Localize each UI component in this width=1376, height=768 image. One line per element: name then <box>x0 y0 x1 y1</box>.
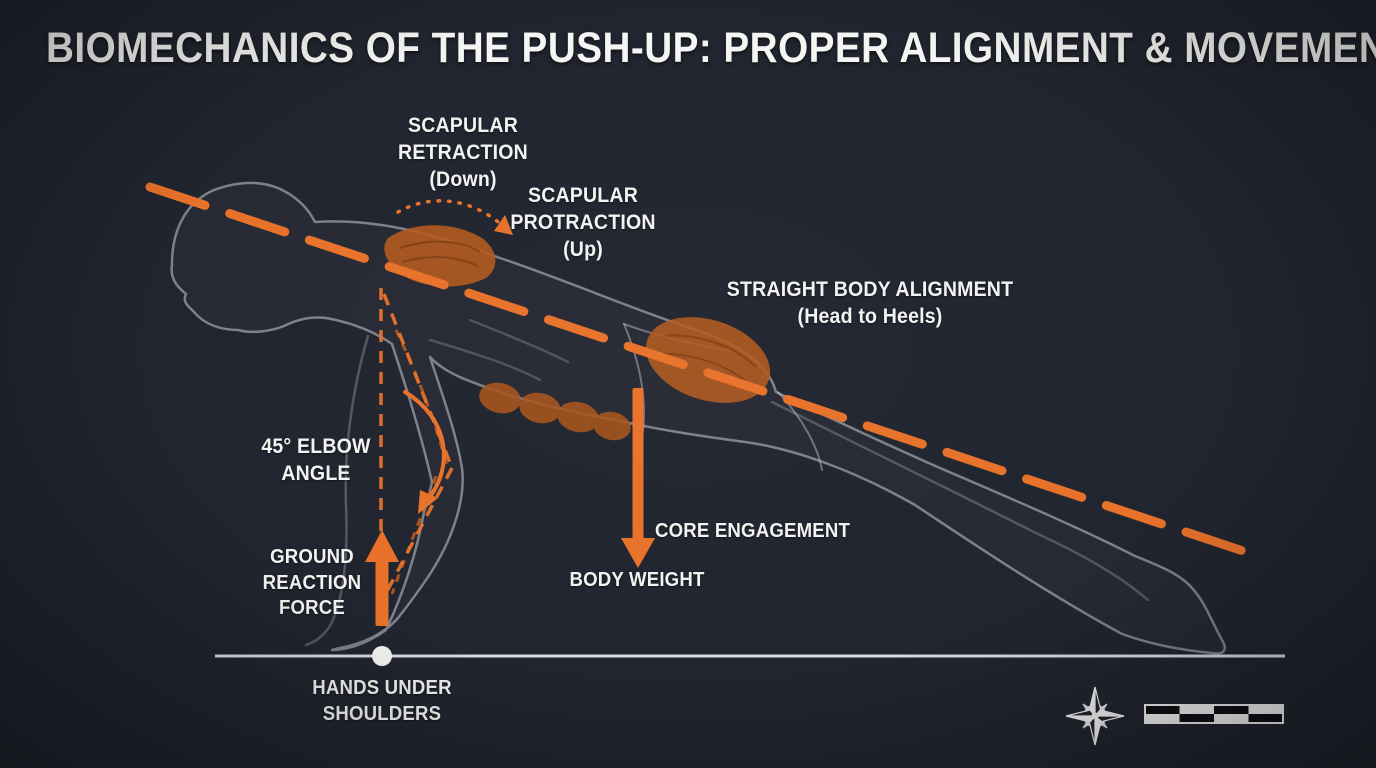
hand-position-dot <box>372 646 392 666</box>
label-elbow-angle: 45° ELBOW ANGLE <box>261 435 371 485</box>
elbow-arc-arrow <box>403 390 446 514</box>
scapular-arc-arrow <box>396 199 513 235</box>
label-scapular-protraction: SCAPULAR PROTRACTION (Up) <box>510 184 656 261</box>
body-weight-arrow <box>621 388 655 568</box>
map-scale-bar-icon <box>1144 704 1284 724</box>
label-hands-under-shoulders: HANDS UNDER SHOULDERS <box>312 677 452 725</box>
label-scapular-retraction: SCAPULAR RETRACTION (Down) <box>398 114 528 191</box>
label-body-weight: BODY WEIGHT <box>569 569 705 591</box>
page-title: BIOMECHANICS OF THE PUSH-UP: PROPER ALIG… <box>46 24 1376 72</box>
arm-muscle-dashes <box>390 329 450 595</box>
label-ground-reaction-force: GROUND REACTION FORCE <box>262 546 362 620</box>
compass-rose-icon <box>1065 686 1125 746</box>
ground-reaction-arrow <box>365 530 399 626</box>
core-muscle-highlight <box>479 382 631 441</box>
label-core-engagement: CORE ENGAGEMENT <box>655 520 851 542</box>
alignment-line <box>145 182 1248 556</box>
label-straight-body-alignment: STRAIGHT BODY ALIGNMENT (Head to Heels) <box>726 278 1014 328</box>
